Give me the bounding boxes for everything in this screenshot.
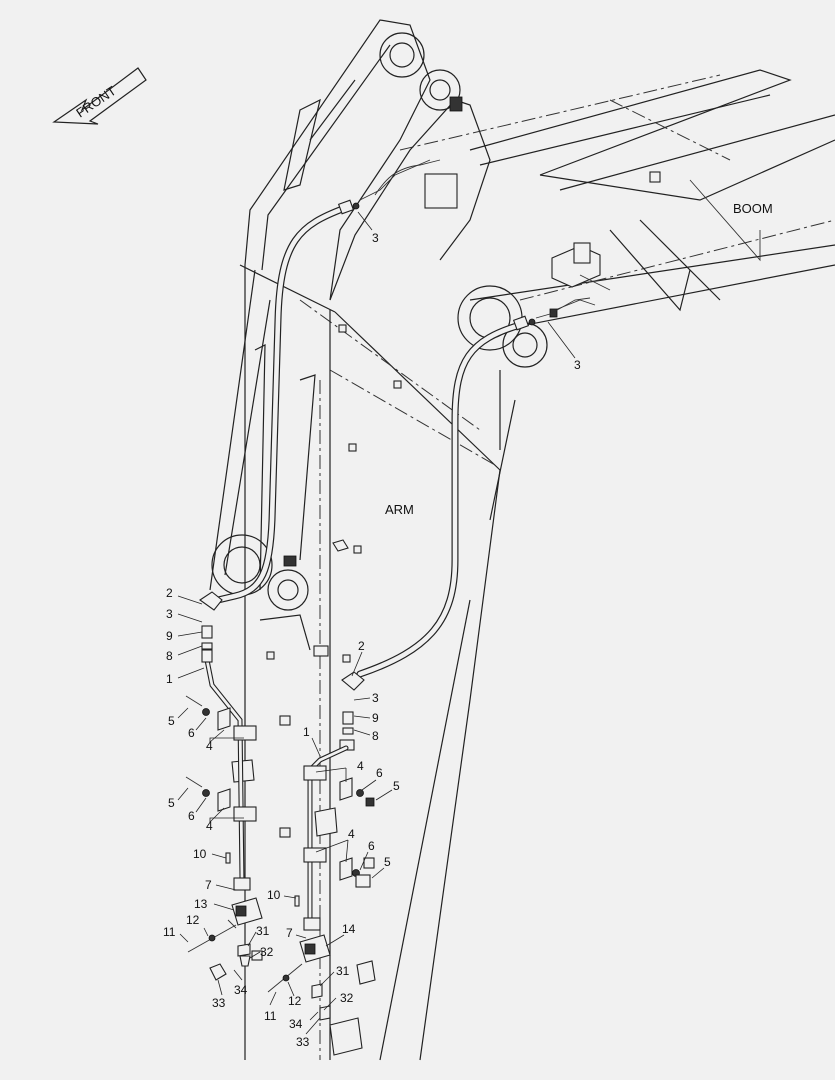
front-arrow-label: FRONT bbox=[73, 83, 119, 121]
callout-number: 10 bbox=[193, 847, 207, 861]
callout-number: 4 bbox=[206, 819, 213, 833]
callout-number: 32 bbox=[260, 945, 274, 959]
callout-number: 8 bbox=[166, 649, 173, 663]
callout-number: 32 bbox=[340, 991, 354, 1005]
callout-number: 1 bbox=[303, 725, 310, 739]
callout-number: 6 bbox=[188, 809, 195, 823]
callout-number: 31 bbox=[256, 924, 270, 938]
callout-number: 6 bbox=[368, 839, 375, 853]
callout-number: 3 bbox=[372, 231, 379, 245]
callout-number: 12 bbox=[288, 994, 302, 1008]
callout-number: 9 bbox=[372, 711, 379, 725]
boom-label: BOOM bbox=[733, 201, 773, 216]
callout-number: 33 bbox=[212, 996, 226, 1010]
callout-number: 7 bbox=[286, 926, 293, 940]
callout-number: 5 bbox=[168, 796, 175, 810]
callout-number: 6 bbox=[376, 766, 383, 780]
callout-number: 11 bbox=[163, 925, 176, 939]
callout-number: 13 bbox=[194, 897, 208, 911]
callout-number: 9 bbox=[166, 629, 173, 643]
callout-number: 5 bbox=[384, 855, 391, 869]
left-pipe-assembly bbox=[185, 591, 263, 981]
front-arrow-icon: FRONT bbox=[52, 67, 147, 125]
callout-number: 2 bbox=[358, 639, 365, 653]
arm-structure bbox=[209, 19, 516, 1061]
callout-number: 4 bbox=[206, 739, 213, 753]
callout-number: 5 bbox=[393, 779, 400, 793]
callout-number: 10 bbox=[267, 888, 281, 902]
arm-label: ARM bbox=[385, 502, 414, 517]
callout-number: 3 bbox=[574, 358, 581, 372]
callout-numbers: 3 3 2 3 9 8 1 5 6 4 5 6 4 10 7 13 12 11 … bbox=[163, 231, 581, 1049]
hydraulic-hoses bbox=[214, 159, 591, 678]
callout-number: 14 bbox=[342, 922, 356, 936]
callout-number: 4 bbox=[348, 827, 355, 841]
right-pipe-assembly bbox=[225, 671, 375, 1021]
callout-number: 3 bbox=[372, 691, 379, 705]
callout-number: 1 bbox=[166, 672, 173, 686]
callout-number: 11 bbox=[264, 1009, 277, 1023]
callout-number: 34 bbox=[234, 983, 248, 997]
leader-lines bbox=[177, 211, 576, 1035]
callout-number: 12 bbox=[186, 913, 200, 927]
callout-number: 6 bbox=[188, 726, 195, 740]
callout-number: 3 bbox=[166, 607, 173, 621]
callout-number: 8 bbox=[372, 729, 379, 743]
callout-number: 31 bbox=[336, 964, 350, 978]
callout-number: 34 bbox=[289, 1017, 303, 1031]
boom-structure bbox=[399, 69, 835, 368]
callout-number: 33 bbox=[296, 1035, 310, 1049]
callout-number: 5 bbox=[168, 714, 175, 728]
callout-number: 4 bbox=[357, 759, 364, 773]
callout-number: 2 bbox=[166, 586, 173, 600]
callout-number: 7 bbox=[205, 878, 212, 892]
